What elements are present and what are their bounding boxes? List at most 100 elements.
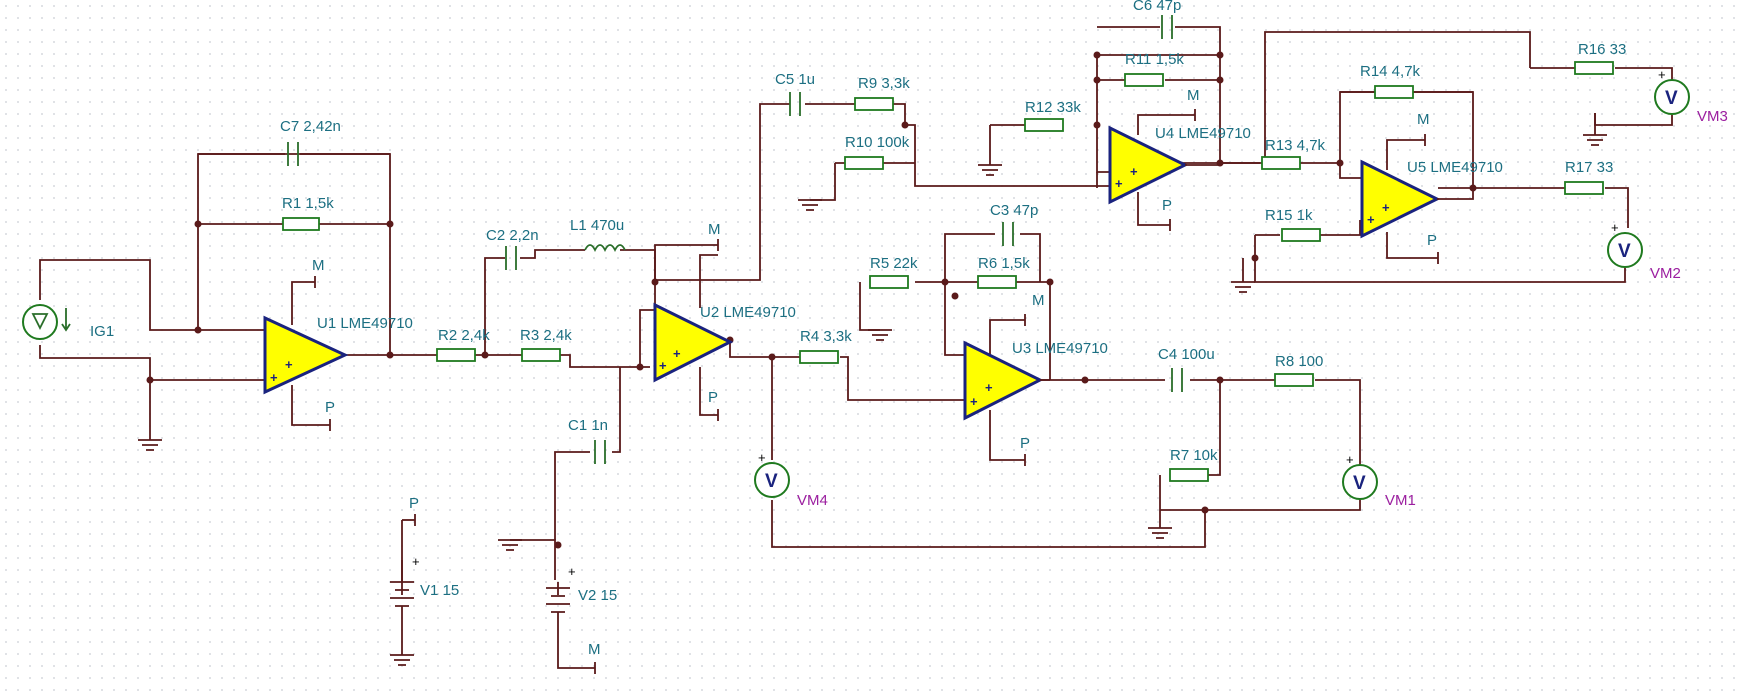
label-r17: R17 33 [1565, 159, 1613, 176]
label-r1: R1 1,5k [282, 195, 334, 212]
label-r8: R8 100 [1275, 353, 1323, 370]
label-vm4: VM4 [797, 492, 828, 509]
label-u3: U3 LME49710 [1012, 340, 1108, 357]
resistor-r13[interactable] [1261, 156, 1301, 170]
u2-plus-sign: + [673, 346, 681, 361]
resistor-r6[interactable] [977, 275, 1017, 289]
net-p-v1: P [409, 495, 419, 512]
capacitor-c2[interactable] [505, 246, 517, 270]
resistor-r2[interactable] [436, 348, 476, 362]
label-u1: U1 LME49710 [317, 315, 413, 332]
resistor-r9[interactable] [854, 97, 894, 111]
label-r2: R2 2,4k [438, 327, 490, 344]
capacitor-c6[interactable] [1161, 15, 1173, 39]
resistor-r3[interactable] [521, 348, 561, 362]
net-p-u2: P [708, 389, 718, 406]
resistor-r1[interactable] [282, 217, 320, 231]
resistor-r17[interactable] [1564, 181, 1604, 195]
opamp-u2[interactable]: + + [653, 302, 734, 383]
capacitor-c3[interactable] [1002, 222, 1014, 246]
opamp-u4[interactable]: + + [1108, 125, 1189, 205]
net-m-v2: M [588, 641, 601, 658]
resistor-r10[interactable] [844, 156, 884, 170]
label-r10: R10 100k [845, 134, 910, 151]
u5-plus-sign-2: + [1367, 212, 1375, 227]
junctions [146, 51, 1477, 549]
label-vm3: VM3 [1697, 108, 1728, 125]
resistors [282, 61, 1614, 482]
vm1-plus: + [1346, 452, 1354, 467]
resistor-r4[interactable] [799, 350, 839, 364]
voltmeter-vm4[interactable]: V + [754, 450, 790, 498]
label-l1: L1 470u [570, 217, 624, 234]
label-c4: C4 100u [1158, 346, 1215, 363]
vm2-symbol: V [1618, 241, 1631, 262]
capacitor-c1[interactable] [594, 440, 606, 464]
u4-plus-sign-2: + [1115, 176, 1123, 191]
resistor-r16[interactable] [1574, 61, 1614, 75]
u1-plus-sign: + [285, 357, 293, 372]
ground-symbols [138, 134, 1607, 666]
meter-labels: VM4 VM1 VM2 VM3 [797, 108, 1728, 509]
label-r7: R7 10k [1170, 447, 1218, 464]
net-m-u4: M [1187, 87, 1200, 104]
net-m-u3: M [1032, 292, 1045, 309]
label-c7: C7 2,42n [280, 118, 341, 135]
v2-plus: + [568, 564, 576, 579]
u3-plus-sign: + [985, 380, 993, 395]
opamps: + + + + + + + + + + [263, 125, 1441, 421]
label-r6: R6 1,5k [978, 255, 1030, 272]
supply-terminals [314, 109, 1439, 674]
u2-plus-sign-2: + [659, 358, 667, 373]
capacitor-c7[interactable] [287, 142, 299, 166]
label-r11: R11 1,5k [1125, 51, 1184, 68]
net-p-u1: P [325, 399, 335, 416]
voltmeter-vm1[interactable]: V + [1342, 452, 1378, 500]
label-vm2: VM2 [1650, 265, 1681, 282]
capacitors [287, 15, 1183, 464]
label-c3: C3 47p [990, 202, 1038, 219]
v1-plus: + [412, 554, 420, 569]
u1-plus-sign-2: + [270, 370, 278, 385]
wires [39, 26, 1673, 669]
label-r13: R13 4,7k [1265, 137, 1326, 154]
net-m-u5: M [1417, 111, 1430, 128]
net-p-u5: P [1427, 232, 1437, 249]
resistor-r14[interactable] [1374, 85, 1414, 99]
label-c2: C2 2,2n [486, 227, 539, 244]
label-r4: R4 3,3k [800, 328, 852, 345]
component-labels: IG1 C7 2,42n R1 1,5k U1 LME49710 R2 2,4k… [90, 0, 1626, 604]
label-r15: R15 1k [1265, 207, 1313, 224]
resistor-r8[interactable] [1274, 373, 1314, 387]
opamp-u3[interactable]: + + [963, 340, 1044, 421]
label-u5: U5 LME49710 [1407, 159, 1503, 176]
resistor-r5[interactable] [869, 275, 909, 289]
capacitor-c4[interactable] [1171, 368, 1183, 392]
opamp-u1[interactable]: + + [263, 315, 349, 395]
current-source-ig1[interactable] [22, 304, 71, 340]
label-r3: R3 2,4k [520, 327, 572, 344]
battery-v1[interactable]: + [390, 554, 420, 612]
capacitor-c5[interactable] [789, 92, 801, 116]
resistor-r7[interactable] [1169, 468, 1209, 482]
resistor-r11[interactable] [1124, 73, 1164, 87]
label-ig1: IG1 [90, 323, 114, 340]
label-u4: U4 LME49710 [1155, 125, 1251, 142]
u3-plus-sign-2: + [970, 394, 978, 409]
opamp-u5[interactable]: + + [1360, 159, 1441, 239]
voltmeter-vm2[interactable]: V + [1607, 220, 1643, 268]
battery-v2[interactable]: + [546, 564, 576, 613]
vm3-plus: + [1658, 67, 1666, 82]
u4-plus-sign: + [1130, 164, 1138, 179]
voltmeter-vm3[interactable]: V + [1654, 67, 1690, 115]
vm4-symbol: V [765, 471, 778, 492]
resistor-r15[interactable] [1281, 228, 1321, 242]
vm3-symbol: V [1665, 88, 1678, 109]
resistor-r12[interactable] [1024, 118, 1064, 132]
inductor-l1[interactable] [584, 244, 626, 253]
net-p-u3: P [1020, 435, 1030, 452]
label-vm1: VM1 [1385, 492, 1416, 509]
label-r12: R12 33k [1025, 99, 1081, 116]
label-r16: R16 33 [1578, 41, 1626, 58]
